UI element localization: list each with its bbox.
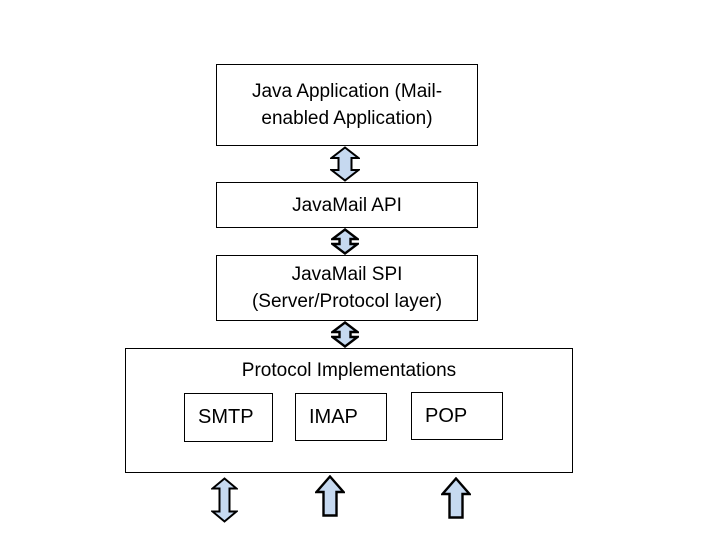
smtp-box: SMTP <box>184 393 273 442</box>
imap-label: IMAP <box>309 405 358 428</box>
javamail-spi-box: JavaMail SPI (Server/Protocol layer) <box>216 255 478 321</box>
java-application-label: Java Application (Mail- enabled Applicat… <box>251 81 443 129</box>
protocol-implementations-box: Protocol Implementations SMTP IMAP POP <box>125 348 573 473</box>
imap-box: IMAP <box>295 393 387 441</box>
javamail-spi-label: JavaMail SPI (Server/Protocol layer) <box>251 264 443 312</box>
double-vertical-arrow-icon <box>330 146 360 182</box>
smtp-label: SMTP <box>198 406 254 428</box>
double-vertical-arrow-compressed-icon <box>331 228 359 255</box>
double-vertical-arrow-compressed-icon <box>331 321 359 348</box>
protocol-implementations-title: Protocol Implementations <box>241 360 457 381</box>
javamail-api-box: JavaMail API <box>216 182 478 228</box>
double-vertical-arrow-slim-icon <box>211 477 238 523</box>
up-arrow-icon <box>441 477 471 519</box>
java-application-box: Java Application (Mail- enabled Applicat… <box>216 64 478 146</box>
pop-box: POP <box>411 392 503 440</box>
up-arrow-icon <box>315 475 345 517</box>
javamail-api-label: JavaMail API <box>292 194 402 216</box>
pop-label: POP <box>425 404 468 427</box>
